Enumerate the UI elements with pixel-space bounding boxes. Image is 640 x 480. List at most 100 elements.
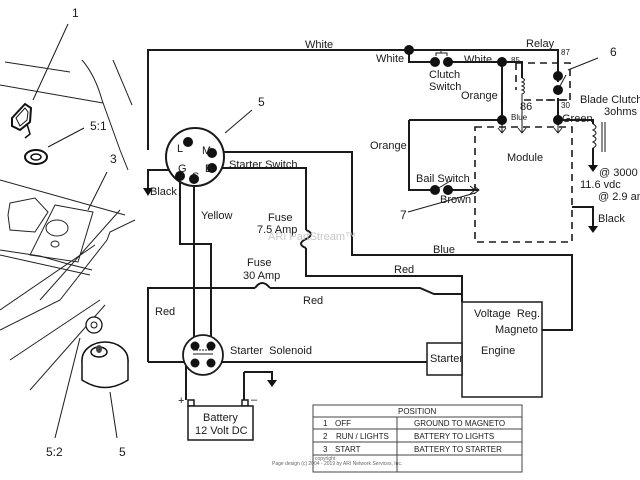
wire-red-main: [270, 287, 462, 295]
wire-label-green: Green: [562, 113, 593, 125]
starter-solenoid: [182, 334, 224, 376]
wire-label-orange-a: Orange: [461, 90, 498, 102]
panel-edge-line: [0, 254, 91, 276]
row-description: BATTERY TO STARTER: [414, 445, 502, 454]
callout-leader: [32, 23, 69, 101]
callout-6: 6: [610, 45, 617, 59]
panel-edge-line: [0, 219, 136, 331]
engine-box: [461, 301, 543, 398]
table-row: 2 RUN / LIGHTS BATTERY TO LIGHTS: [323, 432, 494, 441]
clutch-switch-label-1: Clutch: [429, 69, 460, 81]
ignition-switch-part-icon: [81, 341, 129, 389]
terminal-L-label: L: [177, 143, 183, 155]
wire-magneto: [211, 151, 573, 331]
starter-label: Starter: [430, 353, 463, 365]
row-number: 3: [323, 445, 328, 454]
module-box: [7, 197, 49, 233]
panel-edge-line: [0, 179, 126, 216]
panel-edge-line: [4, 61, 71, 73]
relay-pin-87: 87: [561, 48, 570, 57]
table-header: POSITION: [398, 407, 436, 416]
callout-leader: [224, 109, 253, 134]
wire-label-red-2: Red: [303, 295, 323, 307]
wire-label-white-top: White: [305, 39, 333, 51]
callout-5-1: 5:1: [90, 119, 107, 133]
module-label: Module: [507, 152, 543, 164]
callout-3: 3: [110, 152, 117, 166]
panel-edge-line: [0, 244, 96, 311]
wire-red-loop: [147, 287, 255, 362]
engine-voltage-reg-label: Voltage Reg.: [474, 308, 540, 320]
exploded-parts-drawing: 1 5:1 3 5:2 5 5 6 7: [0, 6, 617, 459]
ground-icon: [588, 226, 598, 233]
callout-leader: [567, 57, 599, 71]
ground-symbols: [143, 165, 598, 387]
decal-plate: [29, 204, 94, 263]
callout-5-2: 5:2: [46, 445, 63, 459]
terminal-S: [189, 174, 199, 184]
callout-7: 7: [400, 208, 407, 222]
wire-relay-85: [502, 61, 523, 78]
callout-leader: [407, 192, 476, 213]
wire-label-red-3: Red: [155, 306, 175, 318]
wire-label-yellow: Yellow: [201, 210, 232, 222]
position-table: POSITION 1 OFF GROUND TO MAGNETO 2 RUN /…: [272, 404, 523, 473]
engine: [426, 301, 543, 398]
clutch-switch: [430, 50, 453, 67]
row-name: RUN / LIGHTS: [336, 432, 389, 441]
blade-clutch-amps: @ 2.9 amps: [598, 191, 640, 203]
fuse-small-label-2: 7.5 Amp: [257, 224, 297, 236]
wire-green: [558, 119, 594, 124]
panel-edge-line: [112, 59, 133, 106]
bail-switch: [430, 179, 480, 195]
wire-label-blue-bottom: Blue: [433, 244, 455, 256]
starter-switch: L M G B S: [165, 127, 225, 187]
wire-label-white-left: White: [376, 53, 404, 65]
ground-icon: [588, 165, 598, 172]
starter-solenoid-label: Starter Solenoid: [230, 345, 312, 357]
terminal-G: [175, 171, 185, 181]
relay-pin-86: 86: [520, 101, 532, 113]
small-hole: [50, 240, 60, 248]
clutch-switch-label-2: Switch: [429, 81, 461, 93]
module-outline: [474, 126, 573, 243]
row-number: 2: [323, 432, 328, 441]
fuse-large-icon: [254, 282, 271, 289]
engine-magneto-label: Magneto: [495, 324, 538, 336]
wire-label-red-1: Red: [394, 264, 414, 276]
blade-clutch-rpm: @ 3000 rpm: [599, 167, 640, 179]
battery-label: Battery: [203, 412, 238, 424]
panel-edge-line: [0, 84, 104, 104]
module: [474, 125, 573, 243]
fuse-small-icon: [300, 229, 312, 249]
terminal-L: [183, 137, 193, 147]
switch-hole: [45, 219, 69, 237]
blade-clutch-coil-icon: [591, 122, 606, 152]
watermark: ARI PartStream™: [268, 231, 356, 243]
relay-pin-85: 85: [511, 56, 520, 65]
callout-leader: [109, 391, 118, 439]
wire-black-module: [572, 206, 594, 226]
copyright-small: copyright: [315, 456, 336, 462]
relay-coil-icon: [520, 77, 525, 125]
battery-minus-label: –: [251, 394, 258, 406]
nut-icon: [24, 149, 48, 165]
relay-pin-30: 30: [561, 101, 570, 110]
wire-label-black-module: Black: [598, 213, 625, 225]
bail-switch-label: Bail Switch: [416, 173, 470, 185]
row-name: START: [335, 445, 361, 454]
battery-plus-label: +: [178, 395, 184, 407]
ground-icon: [267, 380, 277, 387]
callout-leader: [47, 127, 85, 148]
panel-edge-line: [9, 299, 101, 361]
panel-edge-line: [81, 59, 129, 171]
table-row: 3 START BATTERY TO STARTER: [323, 445, 502, 454]
junction-dots: [404, 45, 563, 125]
key-icon: [11, 102, 33, 139]
wire-label-orange-b: Orange: [370, 140, 407, 152]
callout-leader: [54, 337, 81, 439]
wires: [147, 49, 594, 400]
terminal-M: [207, 148, 217, 158]
blade-clutch-vdc: 11.6 vdc: [580, 179, 621, 191]
